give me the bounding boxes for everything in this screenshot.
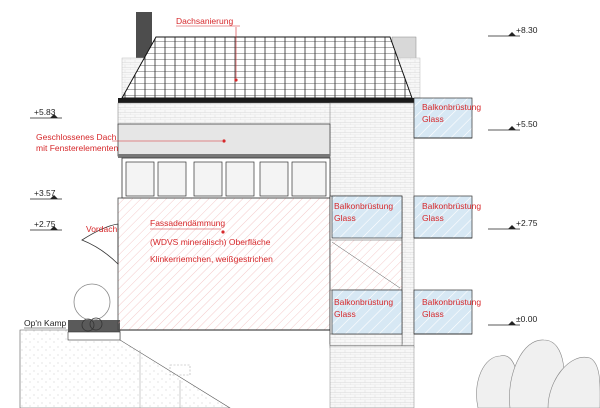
shrub-sketch-2: [89, 317, 103, 331]
annotation-balkon-mid-right-1: Balkonbrüstung: [422, 201, 481, 211]
closed-roof-edge: [118, 154, 330, 158]
balcony-stair-line: [331, 241, 401, 289]
annotation-balkon-top-right-2: Glass: [422, 114, 444, 124]
window-frames: [125, 161, 327, 197]
balcony-base: [329, 333, 403, 347]
level-label-275-left: +2.75: [34, 219, 56, 229]
level-label-357: +3.57: [34, 188, 56, 198]
street-label: Op'n Kamp: [24, 318, 67, 328]
annotation-balkon-low-left-2: Glass: [334, 309, 356, 319]
slope-dashed-box: [169, 364, 191, 376]
level-label-583: +5.83: [34, 107, 56, 117]
annotation-vordach: Vordach: [86, 224, 117, 234]
level-label-830: +8.30: [516, 25, 538, 35]
annotation-geschlossenes-1: Geschlossenes Dach: [36, 132, 117, 142]
level-label-275-right: +2.75: [516, 218, 538, 228]
street-curb: [67, 331, 121, 341]
roof-marker-dot: [234, 78, 238, 82]
annotation-balkon-mid-left-1: Balkonbrüstung: [334, 201, 393, 211]
annotation-balkon-top-right-1: Balkonbrüstung: [422, 102, 481, 112]
annotation-dachsanierung: Dachsanierung: [176, 16, 233, 26]
slope-steps: [139, 350, 181, 408]
annotation-fassade-2: (WDVS mineralisch) Oberfläche: [150, 237, 271, 247]
level-arrows: [50, 32, 516, 325]
glass-balustrade-low-right: [413, 289, 473, 335]
glass-balustrade-mid-right: [413, 195, 473, 239]
facade-marker-dot: [221, 230, 225, 234]
annotation-fassade-1: Fassadendämmung: [150, 218, 225, 228]
roof: [121, 36, 413, 99]
annotation-balkon-low-right-2: Glass: [422, 309, 444, 319]
level-label-000: ±0.00: [516, 314, 537, 324]
annotation-balkon-mid-left-2: Glass: [334, 213, 356, 223]
annotation-fassade-3: Klinkerriemchen, weißgestrichen: [150, 254, 273, 264]
chimney: [136, 12, 152, 58]
annotation-balkon-low-right-1: Balkonbrüstung: [422, 297, 481, 307]
shrub-sketch: [81, 318, 95, 332]
annotation-geschlossenes-2: mit Fensterelementen: [36, 143, 118, 153]
ground-slope: [19, 329, 231, 408]
glass-balustrade-top-right: [413, 97, 473, 139]
level-label-550: +5.50: [516, 119, 538, 129]
tree-sketch: [73, 283, 111, 321]
tree-sketches-right: [476, 339, 600, 408]
lower-wall-right: [329, 345, 415, 408]
porch-roof: [81, 223, 119, 265]
annotation-balkon-low-left-1: Balkonbrüstung: [334, 297, 393, 307]
facade-insulation: [117, 197, 331, 331]
roof-eaves: [118, 98, 414, 103]
annotation-balkon-mid-right-2: Glass: [422, 213, 444, 223]
glass-balustrade-low-left: [331, 289, 403, 335]
glass-balustrade-mid-left: [331, 195, 403, 239]
closed-roof-marker-dot: [222, 139, 226, 143]
